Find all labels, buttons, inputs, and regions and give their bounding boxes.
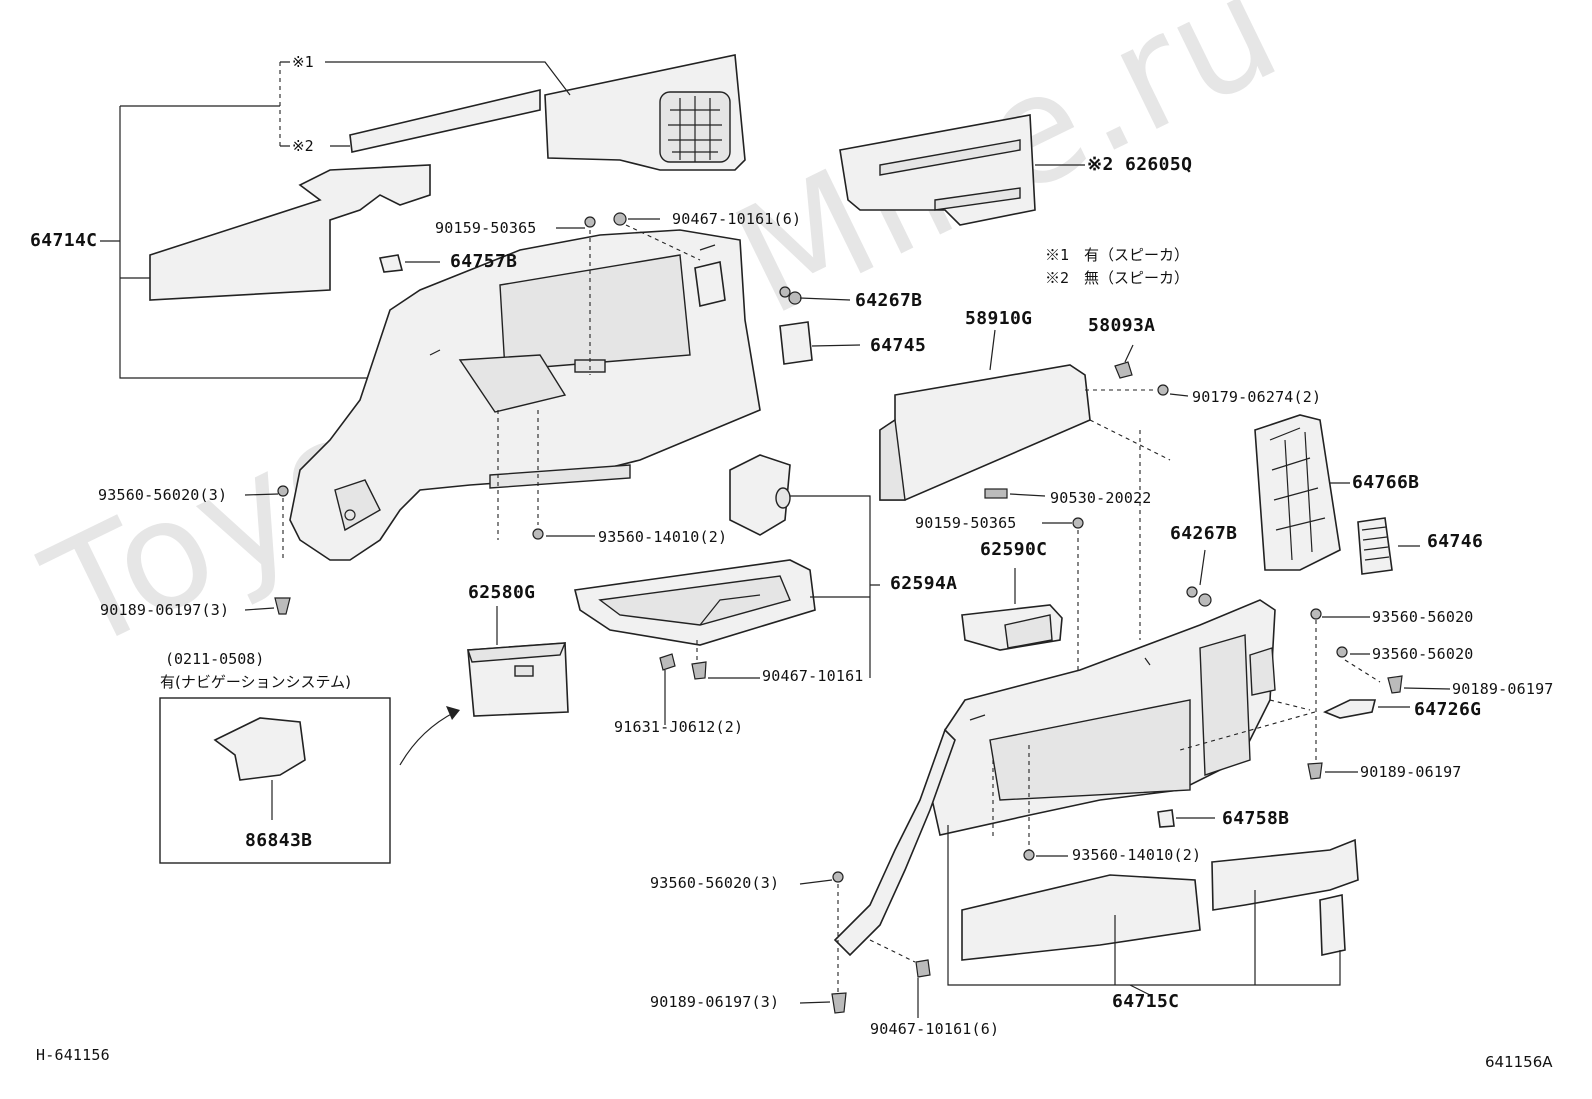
quarter-trim-panel-right bbox=[929, 599, 1276, 836]
clip-64757b bbox=[378, 254, 404, 273]
trim-boards-64715c bbox=[961, 838, 1359, 961]
legend-speaker-no: ※2 無（スピーカ） bbox=[1045, 269, 1190, 287]
legend-speaker-yes: ※1 有（スピーカ） bbox=[1045, 246, 1190, 264]
part-label-93560-56020-3-left[interactable]: 93560-56020(3) bbox=[98, 486, 228, 504]
cover-64745 bbox=[779, 321, 813, 365]
cover-64267b-plug bbox=[694, 261, 726, 307]
part-label-93560-56020-right-b[interactable]: 93560-56020 bbox=[1372, 645, 1474, 663]
vent-64746 bbox=[1357, 517, 1420, 575]
inset-date-range: (0211-0508) bbox=[165, 650, 265, 668]
part-label-90467-10161-6-bottom[interactable]: 90467-10161(6) bbox=[870, 1020, 1000, 1038]
part-label-90189-06197-3-left[interactable]: 90189-06197(3) bbox=[100, 601, 230, 619]
part-label-90467-10161[interactable]: 90467-10161 bbox=[762, 667, 864, 685]
part-label-62594a[interactable]: 62594A bbox=[890, 573, 958, 594]
part-label-90189-06197-right-b[interactable]: 90189-06197 bbox=[1360, 763, 1462, 781]
part-label-90159-50365-top[interactable]: 90159-50365 bbox=[435, 219, 537, 237]
part-label-93560-14010-2-left[interactable]: 93560-14010(2) bbox=[598, 528, 728, 546]
note-mark-1: ※1 bbox=[292, 53, 314, 71]
note-mark-2: ※2 bbox=[292, 137, 314, 155]
part-label-86843b[interactable]: 86843B bbox=[245, 830, 313, 851]
part-label-90159-50365-mid[interactable]: 90159-50365 bbox=[915, 514, 1017, 532]
box-62580g bbox=[467, 606, 569, 717]
part-label-64746[interactable]: 64746 bbox=[1427, 531, 1484, 552]
pillar-trim-right bbox=[833, 728, 956, 957]
part-label-93560-14010-2-right[interactable]: 93560-14010(2) bbox=[1072, 846, 1202, 864]
deck-board-58910g bbox=[879, 329, 1091, 501]
part-label-64715c[interactable]: 64715C bbox=[1112, 991, 1180, 1012]
belt-guide bbox=[729, 454, 791, 536]
side-trim-board-64714c bbox=[149, 164, 431, 301]
part-label-64757b[interactable]: 64757B bbox=[450, 251, 518, 272]
panel-64766b bbox=[1254, 414, 1350, 571]
part-label-62590c[interactable]: 62590C bbox=[980, 539, 1048, 560]
quarter-trim-panel-left bbox=[289, 229, 761, 561]
part-label-62605q[interactable]: ※2 62605Q bbox=[1087, 154, 1193, 175]
part-label-64745[interactable]: 64745 bbox=[870, 335, 927, 356]
part-label-64766b[interactable]: 64766B bbox=[1352, 472, 1420, 493]
part-label-93560-56020-right-a[interactable]: 93560-56020 bbox=[1372, 608, 1474, 626]
inset-condition: 有(ナビゲーションシステム) bbox=[160, 673, 351, 691]
trim-panel-62605q bbox=[839, 114, 1085, 226]
grommet-64267b-top bbox=[779, 286, 802, 305]
upper-quarter-trim-speaker-panel bbox=[544, 54, 746, 171]
grommet-64267b-right bbox=[1186, 586, 1212, 607]
navigation-inset-box bbox=[159, 697, 391, 864]
upper-trim-strip bbox=[349, 88, 541, 153]
part-label-90530-20022[interactable]: 90530-20022 bbox=[1050, 489, 1152, 507]
part-label-64758b[interactable]: 64758B bbox=[1222, 808, 1290, 829]
part-label-90467-10161-6-top[interactable]: 90467-10161(6) bbox=[672, 210, 802, 228]
bracket-64726g bbox=[1323, 699, 1410, 719]
part-label-91631-j0612[interactable]: 91631-J0612(2) bbox=[614, 718, 744, 736]
part-label-90189-06197-right-a[interactable]: 90189-06197 bbox=[1452, 680, 1554, 698]
deck-tray-62594a bbox=[574, 559, 816, 646]
part-label-64726g[interactable]: 64726G bbox=[1414, 699, 1482, 720]
part-label-64714c[interactable]: 64714C bbox=[30, 230, 98, 251]
clip-64758b bbox=[1157, 809, 1175, 828]
part-label-64267b-top[interactable]: 64267B bbox=[855, 290, 923, 311]
diagram-code-left: H-641156 bbox=[36, 1046, 110, 1064]
part-label-90189-06197-3-bottom[interactable]: 90189-06197(3) bbox=[650, 993, 780, 1011]
part-label-93560-56020-3-bottom[interactable]: 93560-56020(3) bbox=[650, 874, 780, 892]
diagram-code-right: 641156A bbox=[1485, 1053, 1553, 1071]
part-label-62580g[interactable]: 62580G bbox=[468, 582, 536, 603]
box-62590c bbox=[961, 568, 1063, 651]
part-label-58910g[interactable]: 58910G bbox=[965, 308, 1033, 329]
part-label-58093a[interactable]: 58093A bbox=[1088, 315, 1156, 336]
part-label-64267b-right[interactable]: 64267B bbox=[1170, 523, 1238, 544]
part-label-90179-06274[interactable]: 90179-06274(2) bbox=[1192, 388, 1322, 406]
